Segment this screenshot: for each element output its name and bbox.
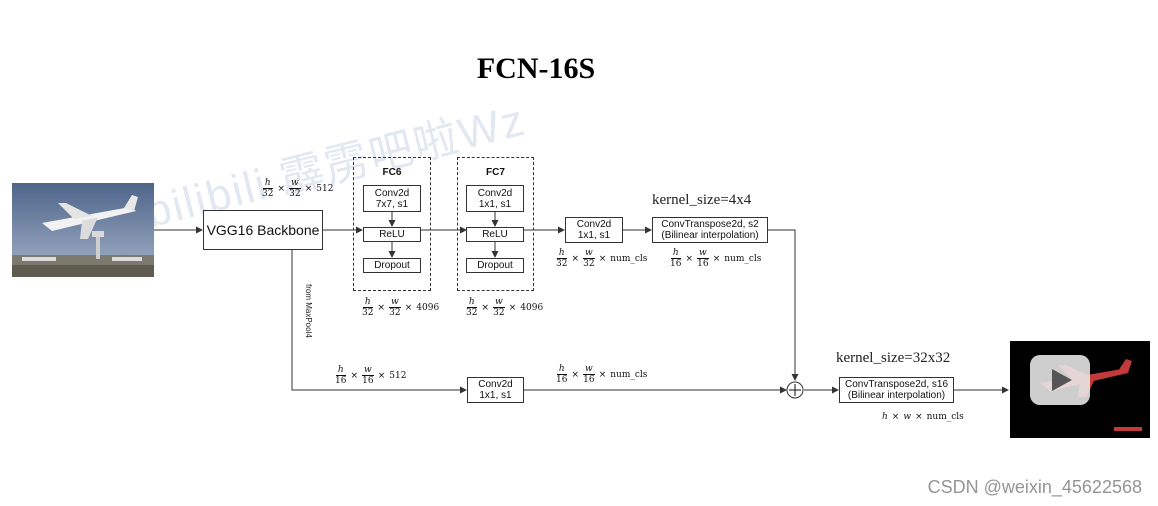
fc6-dropout-block: Dropout bbox=[363, 258, 421, 273]
deconv-final-output-dims: h × w × num_cls bbox=[882, 412, 964, 422]
fc6-label: FC6 bbox=[382, 167, 402, 178]
skip-source-label: from MaxPool4 bbox=[304, 284, 313, 338]
csdn-watermark: CSDN @weixin_45622568 bbox=[927, 477, 1142, 497]
fc7-label: FC7 bbox=[486, 167, 505, 178]
wire-deconv-to-add bbox=[768, 229, 799, 381]
fc6-group bbox=[353, 157, 431, 291]
fc7-dropout-block: Dropout bbox=[466, 258, 524, 273]
add-node bbox=[786, 381, 804, 399]
segmentation-mask bbox=[1010, 341, 1150, 438]
wire-skip-branch bbox=[291, 250, 467, 394]
vgg16-backbone-block: VGG16 Backbone bbox=[203, 210, 323, 250]
fc7-group bbox=[457, 157, 534, 291]
airplane-photo bbox=[12, 183, 154, 277]
fc7-relu-block: ReLU bbox=[466, 227, 524, 242]
backbone-label: VGG16 Backbone bbox=[206, 221, 320, 238]
diagram-title: FCN-16S bbox=[476, 52, 596, 85]
deconv-final-kernel-label: kernel_size=32x32 bbox=[836, 350, 951, 366]
deconv-top-block: ConvTranspose2d, s2(Bilinear interpolati… bbox=[652, 217, 768, 243]
deconv-final-block: ConvTranspose2d, s16(Bilinear interpolat… bbox=[839, 377, 954, 403]
deconv-top-kernel-label: kernel_size=4x4 bbox=[652, 192, 752, 208]
output-segmentation-image bbox=[1010, 341, 1150, 438]
fc6-relu-block: ReLU bbox=[363, 227, 421, 242]
input-airplane-image bbox=[12, 183, 154, 277]
